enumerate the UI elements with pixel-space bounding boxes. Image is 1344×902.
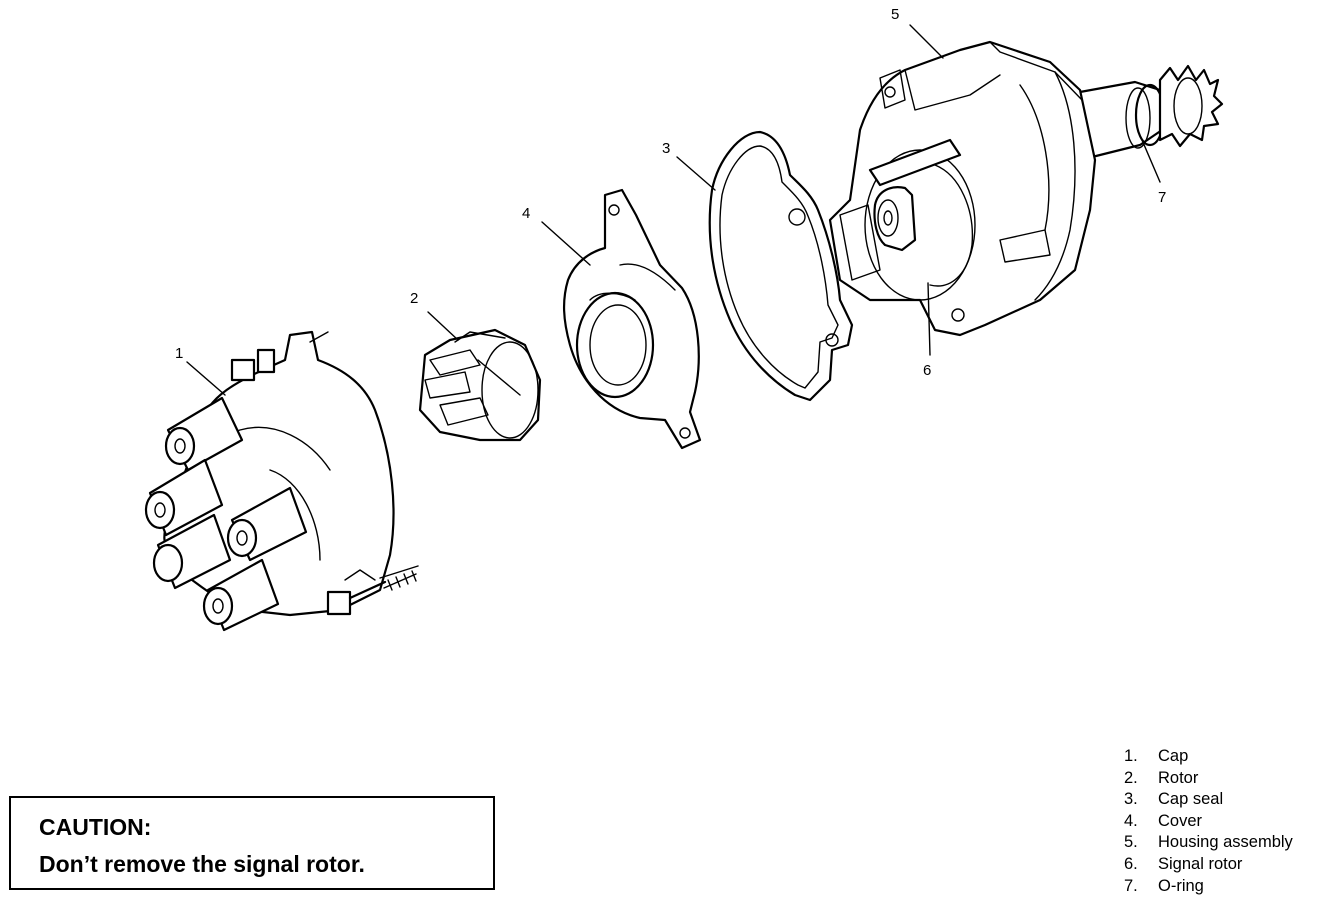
legend-number: 6. [1124,854,1138,873]
legend-number: 3. [1124,790,1138,809]
callout-4: 4 [522,205,530,222]
legend-label: O-ring [1158,876,1204,895]
legend-label: Cover [1158,811,1203,830]
legend-label: Cap [1158,747,1189,765]
part-cap [144,330,419,632]
part-cover [562,188,702,450]
caution-box: CAUTION: Don’t remove the signal rotor. [9,796,495,890]
leader-lines [186,24,1161,396]
legend-item-cover: 4. Cover [1124,811,1340,833]
legend-label: Rotor [1158,768,1199,787]
legend-item-cap: 1. Cap [1124,746,1340,768]
legend-number: 5. [1124,833,1138,852]
legend-number: 4. [1124,811,1138,830]
legend-item-housing-assembly: 5. Housing assembly [1124,832,1340,854]
callout-6: 6 [923,362,931,379]
legend-label: Cap seal [1158,790,1224,809]
legend-number: 1. [1124,747,1138,765]
legend-item-signal-rotor: 6. Signal rotor [1124,854,1340,876]
legend-item-cap-seal: 3. Cap seal [1124,789,1340,811]
callout-3: 3 [662,140,670,157]
legend-label: Housing assembly [1158,833,1293,852]
legend-item-o-ring: 7. O-ring [1124,876,1340,898]
legend-number: 2. [1124,768,1138,787]
callout-2: 2 [410,290,418,307]
caution-title: CAUTION: [39,814,152,840]
part-housing-assembly [828,40,1224,337]
callout-7: 7 [1158,189,1166,206]
legend-item-rotor: 2. Rotor [1124,768,1340,790]
parts-legend: 1. Cap 2. Rotor 3. Cap seal 4. Cover 5. … [1124,746,1340,897]
legend-number: 7. [1124,876,1138,895]
legend-label: Signal rotor [1158,854,1243,873]
callout-5: 5 [891,6,899,23]
part-signal-rotor [873,186,917,252]
callout-1: 1 [175,345,183,362]
caution-text: Don’t remove the signal rotor. [39,851,365,877]
part-rotor [418,328,542,442]
part-cap-seal [708,130,854,402]
